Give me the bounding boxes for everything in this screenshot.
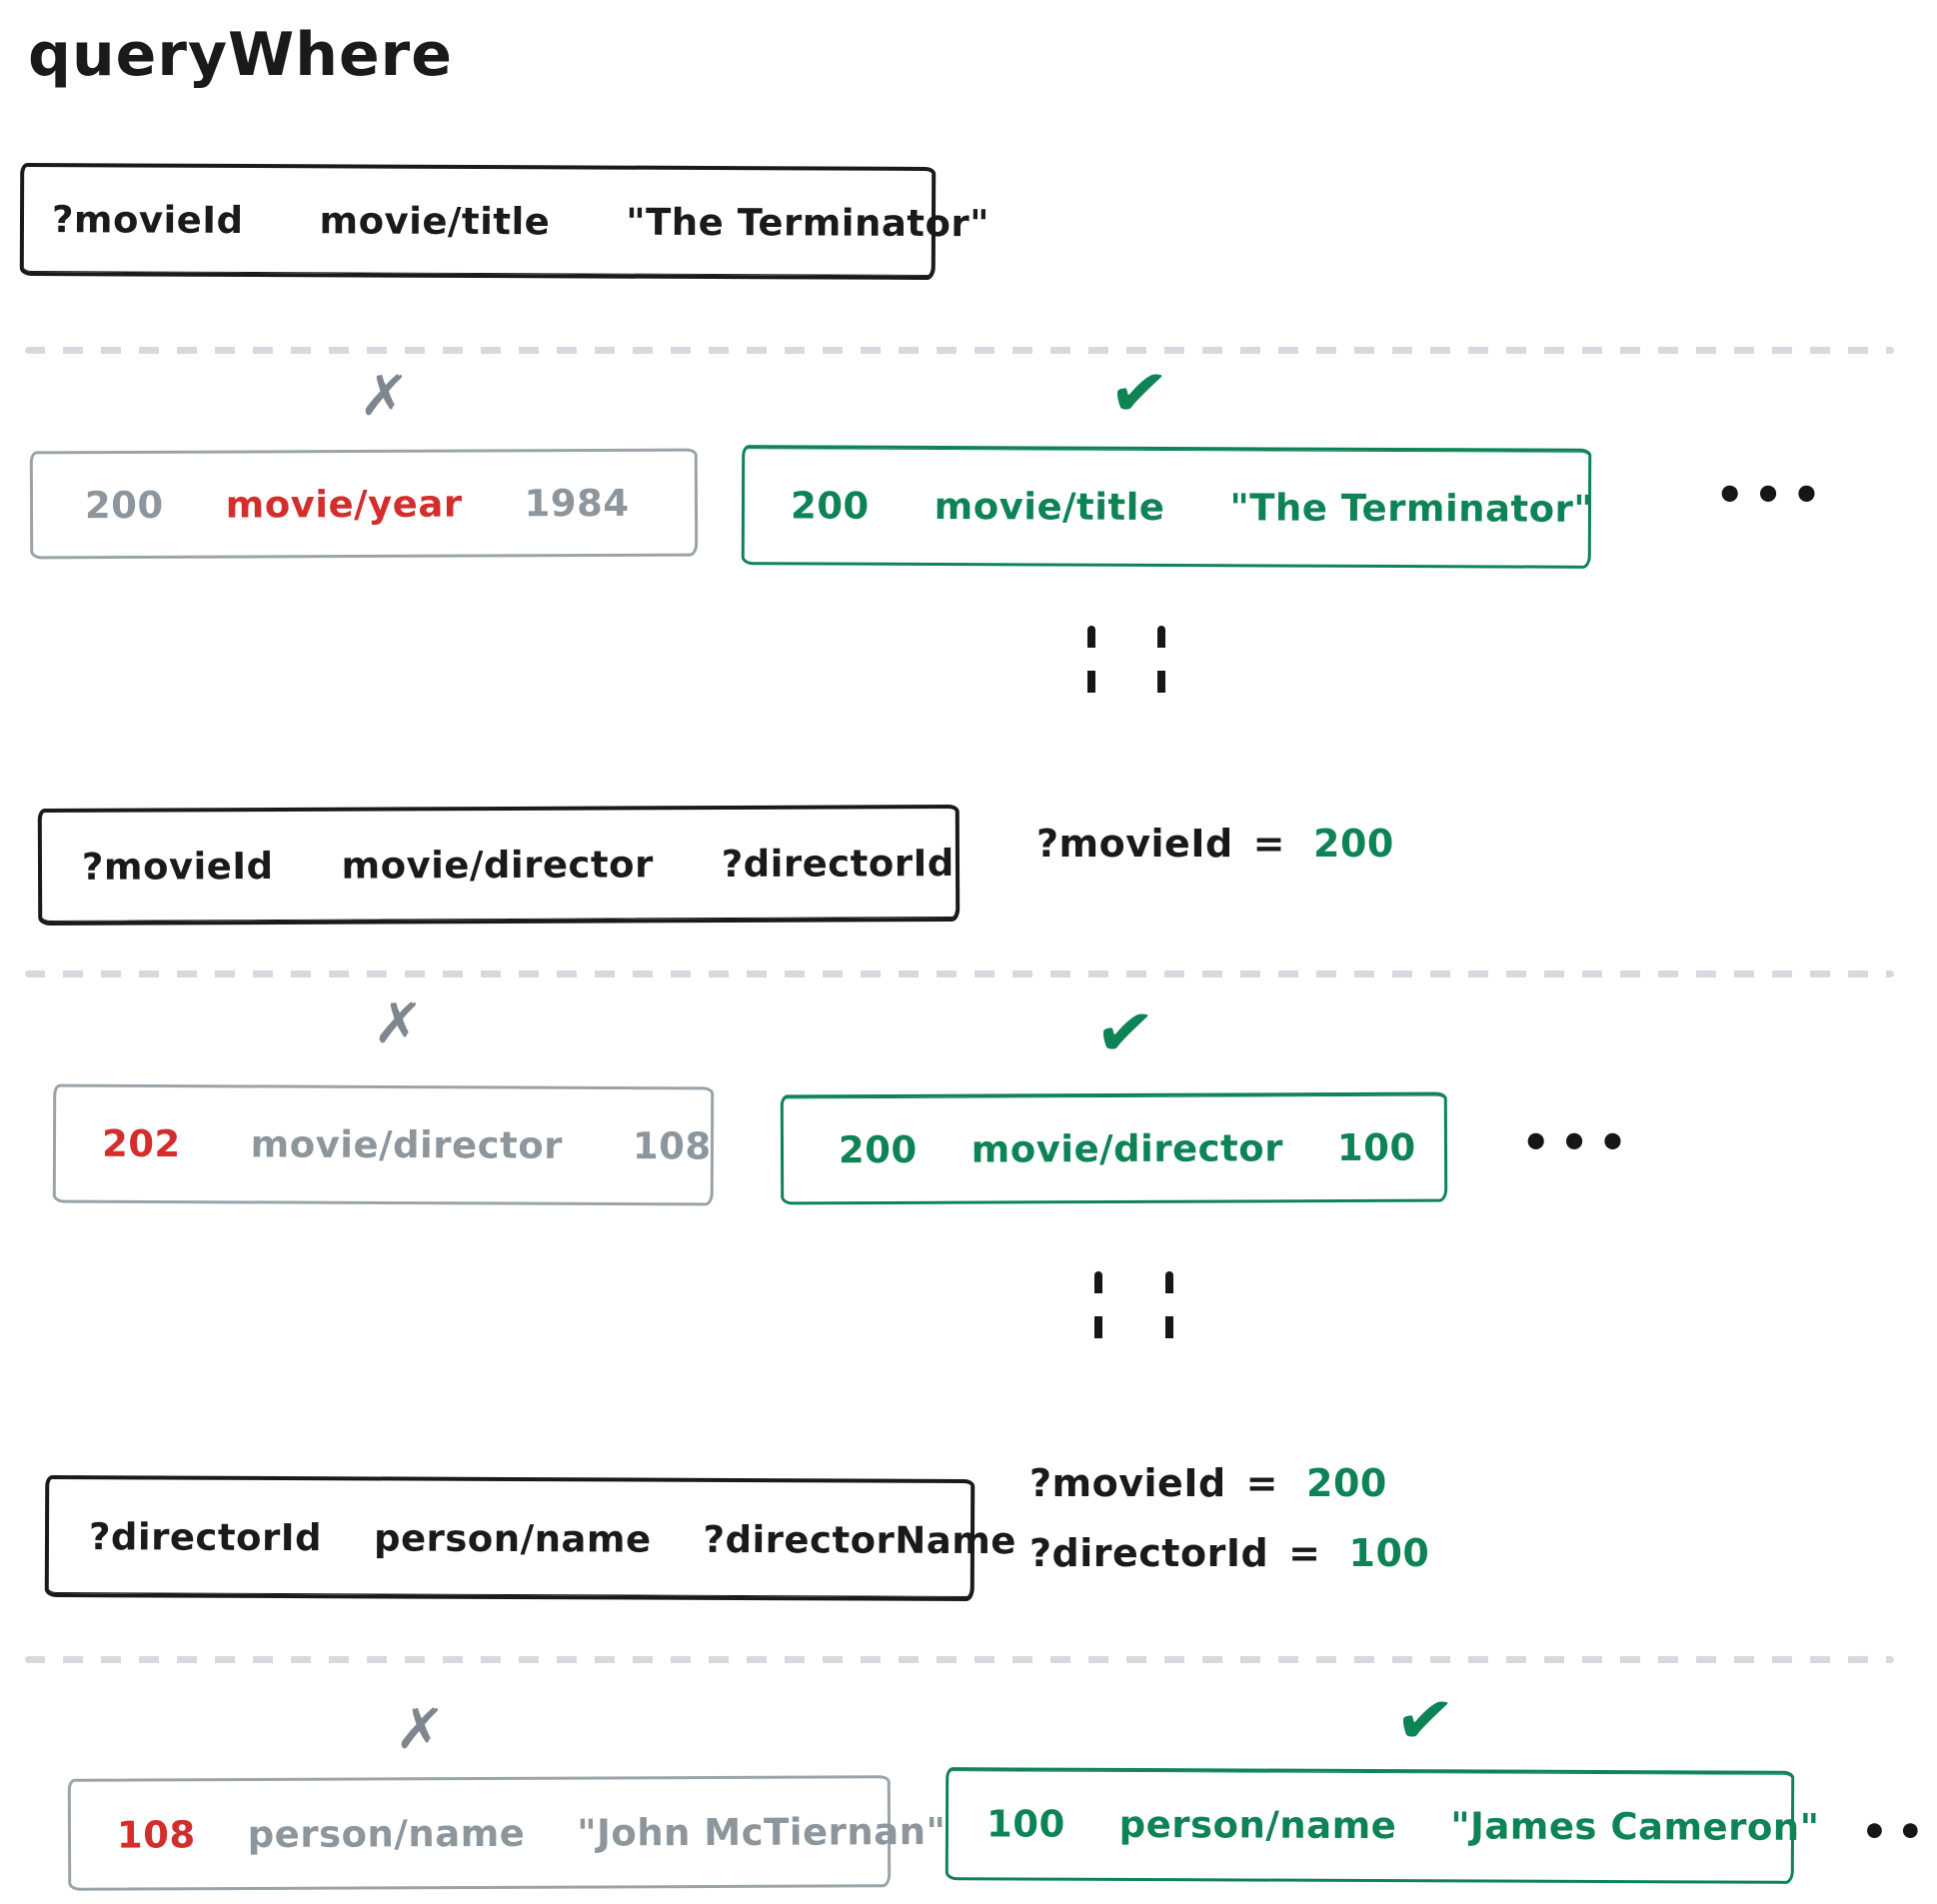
query-pattern-3-box: ?directorId person/name ?directorName xyxy=(44,1474,1016,1602)
binding-variable: ?movieId xyxy=(1036,822,1233,866)
dashed-connector xyxy=(1087,626,1095,716)
reject-x-icon: ✗ xyxy=(371,987,425,1059)
section-divider xyxy=(25,347,1894,354)
rejected-datom-2-box: 202 movie/director 108 xyxy=(52,1083,715,1206)
triple-subject: ?movieId xyxy=(81,844,274,889)
datom-entity: 100 xyxy=(985,1802,1065,1846)
datom-entity: 200 xyxy=(838,1127,918,1171)
datom-entity: 108 xyxy=(116,1812,196,1857)
accept-check-icon: ✔ xyxy=(1104,349,1172,437)
equals-sign: = xyxy=(1252,822,1285,866)
binding-variable: ?movieId xyxy=(1029,1461,1226,1505)
accept-check-icon: ✔ xyxy=(1090,988,1158,1076)
ellipsis-icon: ••• xyxy=(1861,1807,1937,1856)
diagram-title: queryWhere xyxy=(28,20,453,90)
datom-value: "The Terminator" xyxy=(1229,485,1594,531)
binding-value: 200 xyxy=(1313,822,1394,866)
binding-movieId: ?movieId = 200 xyxy=(1036,822,1394,866)
section-divider xyxy=(25,1656,1894,1663)
datom-attribute: movie/title xyxy=(934,484,1165,529)
datom-attribute: person/name xyxy=(1118,1802,1397,1848)
datom-entity: 200 xyxy=(790,483,870,528)
binding-movieId: ?movieId = 200 xyxy=(1029,1461,1387,1505)
datom-value: "James Cameron" xyxy=(1450,1804,1820,1849)
binding-variable: ?directorId xyxy=(1029,1531,1269,1575)
accepted-datom-3-box: 100 person/name "James Cameron" xyxy=(945,1767,1820,1884)
accepted-datom-2-box: 200 movie/director 100 xyxy=(780,1091,1448,1205)
binding-value: 100 xyxy=(1348,1531,1430,1575)
triple-subject: ?directorId xyxy=(88,1514,323,1559)
datom-value: 100 xyxy=(1336,1125,1416,1169)
datom-value: "John McTiernan" xyxy=(577,1809,947,1855)
datom-attribute: person/name xyxy=(247,1811,526,1856)
triple-object: "The Terminator" xyxy=(626,200,990,246)
equals-sign: = xyxy=(1288,1531,1321,1575)
triple-predicate: movie/director xyxy=(341,843,654,888)
ellipsis-icon: ••• xyxy=(1715,468,1831,522)
rejected-datom-3-box: 108 person/name "John McTiernan" xyxy=(67,1775,946,1891)
ellipsis-icon: ••• xyxy=(1521,1115,1637,1169)
section-divider xyxy=(25,970,1894,977)
triple-predicate: movie/title xyxy=(319,199,551,244)
dashed-connector xyxy=(1165,1271,1173,1359)
triple-object: ?directorId xyxy=(721,842,955,887)
datom-attribute: movie/director xyxy=(970,1125,1284,1171)
query-pattern-2-box: ?movieId movie/director ?directorId xyxy=(37,804,961,927)
accept-check-icon: ✔ xyxy=(1390,1676,1458,1764)
datom-value: 108 xyxy=(632,1124,712,1168)
datom-attribute: movie/year xyxy=(225,482,463,527)
triple-object: ?directorName xyxy=(703,1517,1017,1562)
equals-sign: = xyxy=(1245,1461,1278,1505)
rejected-datom-1-box: 200 movie/year 1984 xyxy=(29,448,699,560)
dashed-connector xyxy=(1094,1271,1102,1359)
datom-value: 1984 xyxy=(524,481,630,525)
dashed-connector xyxy=(1157,626,1165,716)
reject-x-icon: ✗ xyxy=(357,360,411,432)
accepted-datom-1-box: 200 movie/title "The Terminator" xyxy=(741,445,1594,569)
datom-entity: 202 xyxy=(101,1121,181,1166)
triple-predicate: person/name xyxy=(373,1515,652,1561)
binding-value: 200 xyxy=(1306,1461,1387,1505)
reject-x-icon: ✗ xyxy=(393,1693,447,1765)
binding-directorId: ?directorId = 100 xyxy=(1029,1531,1429,1575)
datom-entity: 200 xyxy=(84,483,164,527)
datom-attribute: movie/director xyxy=(250,1122,564,1167)
query-pattern-1-box: ?movieId movie/title "The Terminator" xyxy=(19,163,989,280)
triple-subject: ?movieId xyxy=(51,198,244,242)
